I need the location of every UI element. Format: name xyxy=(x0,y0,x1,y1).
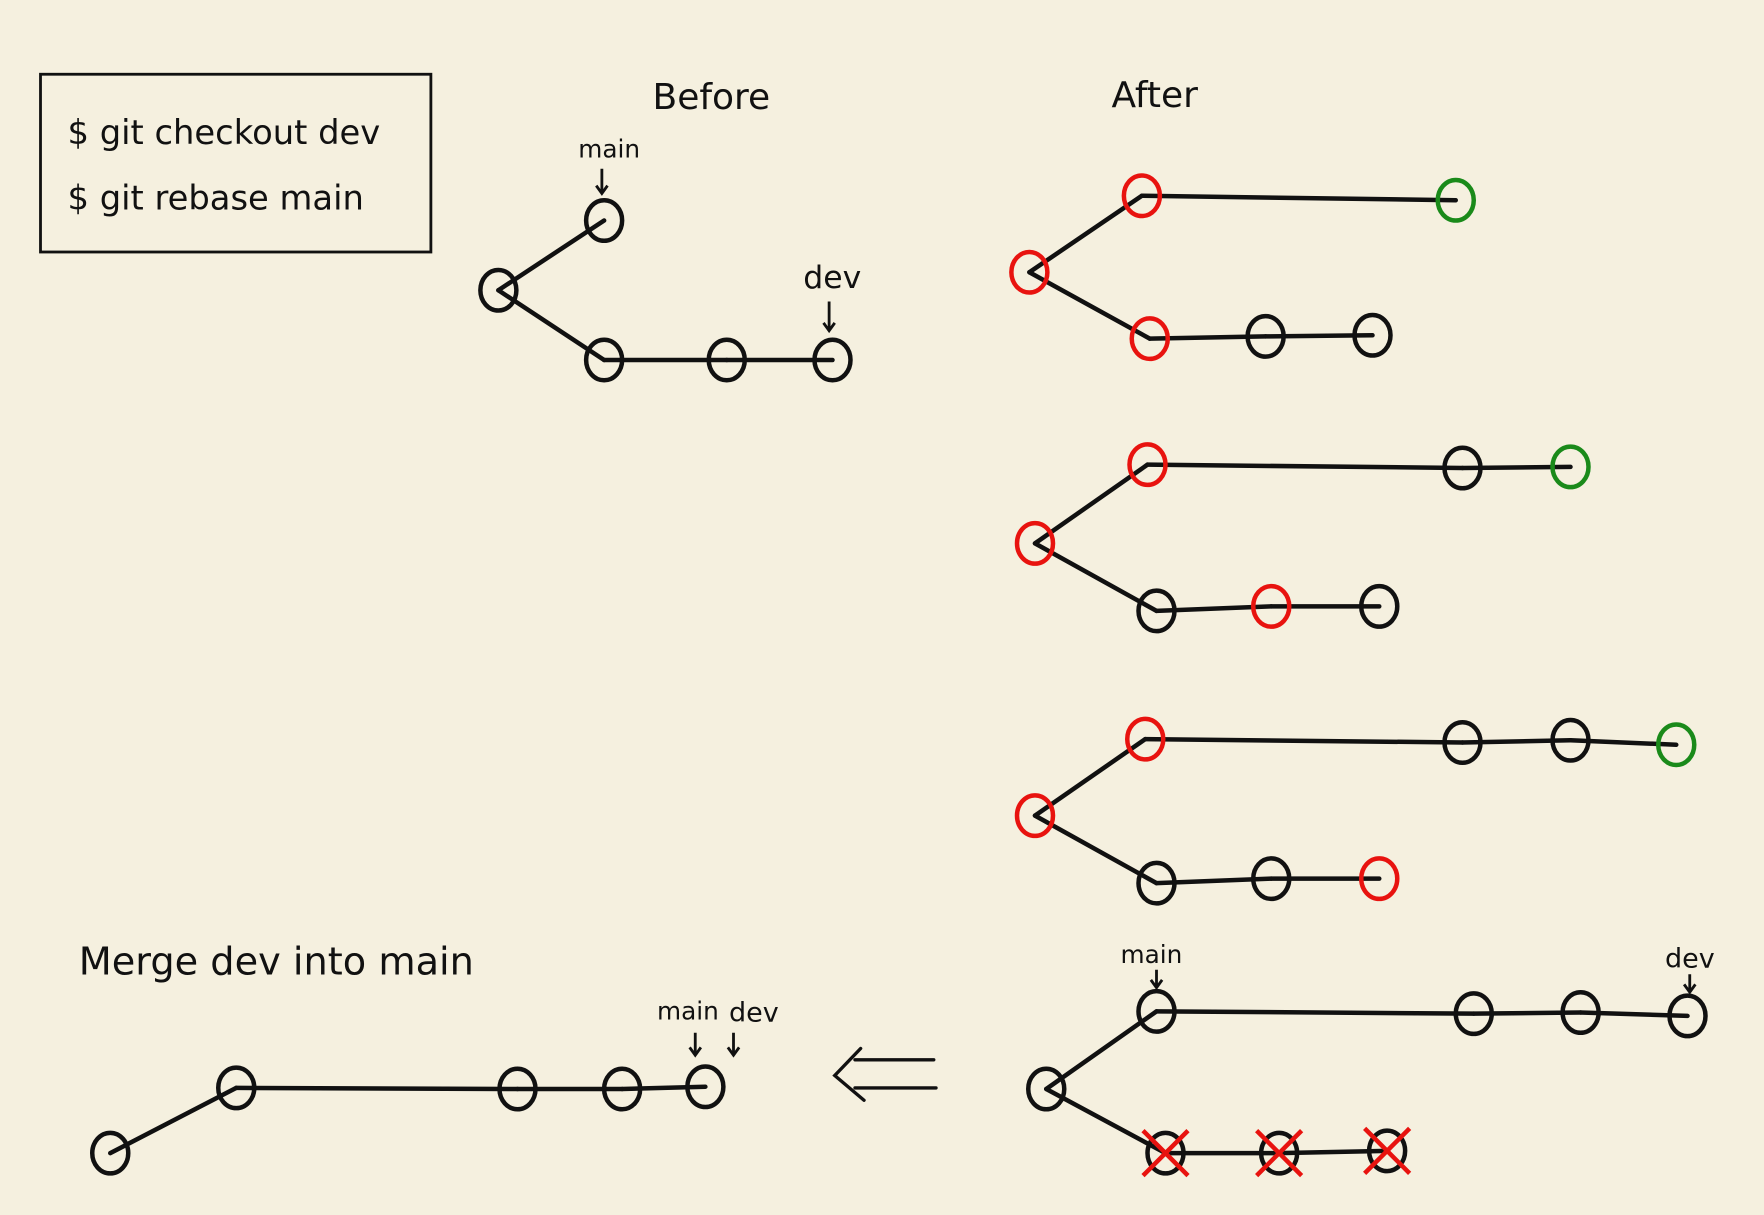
heading-merge: Merge dev into main xyxy=(79,939,474,984)
heading-after: After xyxy=(1112,75,1199,116)
pointer-arrow-icon xyxy=(1149,969,1164,991)
pointer-arrow-icon xyxy=(595,168,609,196)
commit-node xyxy=(812,337,853,383)
pointer-arrow-icon xyxy=(688,1032,703,1058)
merge-arrow-icon xyxy=(832,1046,938,1102)
commit-node xyxy=(1251,583,1292,629)
commit-node xyxy=(685,1064,726,1110)
commit-node xyxy=(1560,990,1601,1035)
commit-edge xyxy=(1044,1086,1168,1156)
commit-node xyxy=(1014,520,1056,566)
cross-icon xyxy=(1363,1126,1412,1175)
heading-before: Before xyxy=(653,77,771,118)
commit-edge xyxy=(1032,813,1159,886)
commit-node xyxy=(1026,1066,1067,1112)
commit-node xyxy=(1009,249,1050,295)
commit-node xyxy=(1129,316,1170,362)
commit-edge xyxy=(1027,193,1145,275)
commit-node xyxy=(497,1066,538,1112)
commit-edge xyxy=(619,1084,708,1092)
commit-edge xyxy=(1044,1009,1159,1092)
commit-node xyxy=(1145,1130,1186,1176)
pointer-arrow-icon xyxy=(822,301,836,334)
commit-node xyxy=(478,267,519,313)
commit-node xyxy=(1136,588,1177,634)
commit-node xyxy=(1251,856,1292,902)
commit-node xyxy=(1014,793,1056,839)
command-box: $ git checkout dev $ git rebase main xyxy=(39,72,433,254)
commit-node xyxy=(1125,716,1166,762)
commit-node xyxy=(1136,988,1177,1034)
command-checkout: $ git checkout dev xyxy=(68,113,381,152)
commit-edge xyxy=(1154,1009,1476,1016)
label-main-before: main xyxy=(578,135,640,164)
commit-node xyxy=(1667,993,1708,1039)
commit-node xyxy=(1121,173,1163,219)
commit-edge xyxy=(1027,270,1152,341)
commit-node xyxy=(1435,177,1476,223)
label-main-merged: main xyxy=(657,996,719,1025)
commit-edge xyxy=(1139,193,1458,203)
command-rebase: $ git rebase main xyxy=(68,178,364,217)
cross-icon xyxy=(1255,1129,1304,1178)
commit-node xyxy=(216,1065,257,1111)
commit-node xyxy=(1550,717,1591,763)
pointer-arrow-icon xyxy=(726,1032,741,1058)
commit-node xyxy=(1442,445,1483,491)
commit-edge xyxy=(108,1085,239,1156)
commit-node xyxy=(1352,312,1393,358)
commit-node xyxy=(601,1066,643,1112)
commit-node xyxy=(1245,313,1286,359)
commit-node xyxy=(706,337,747,383)
commit-edge xyxy=(496,288,607,363)
commit-edge xyxy=(1032,736,1148,818)
label-dev-before: dev xyxy=(803,260,861,296)
commit-edge xyxy=(1143,736,1465,745)
cross-icon xyxy=(1141,1129,1190,1178)
commit-node xyxy=(1550,444,1591,490)
commit-node xyxy=(1656,722,1697,768)
commit-edge xyxy=(1032,541,1159,614)
commit-node xyxy=(583,198,625,243)
commit-edge xyxy=(234,1085,520,1092)
commit-node xyxy=(1366,1128,1408,1174)
label-dev-after: dev xyxy=(1665,944,1715,975)
commit-node xyxy=(1359,856,1400,902)
commit-graphs xyxy=(90,168,1708,1178)
label-main-after: main xyxy=(1121,940,1183,969)
commit-edge xyxy=(496,218,607,293)
commit-node xyxy=(1127,442,1168,488)
commit-node xyxy=(1136,860,1177,906)
label-dev-merged: dev xyxy=(729,998,779,1029)
commit-node xyxy=(583,337,625,383)
pointer-arrow-icon xyxy=(1682,974,1697,995)
commit-node xyxy=(1442,720,1483,765)
commit-edge xyxy=(1145,462,1465,471)
commit-edge xyxy=(1032,462,1150,546)
commit-node xyxy=(1359,583,1400,629)
commit-node xyxy=(1453,991,1494,1037)
commit-node xyxy=(90,1130,131,1176)
commit-node xyxy=(1258,1130,1300,1176)
